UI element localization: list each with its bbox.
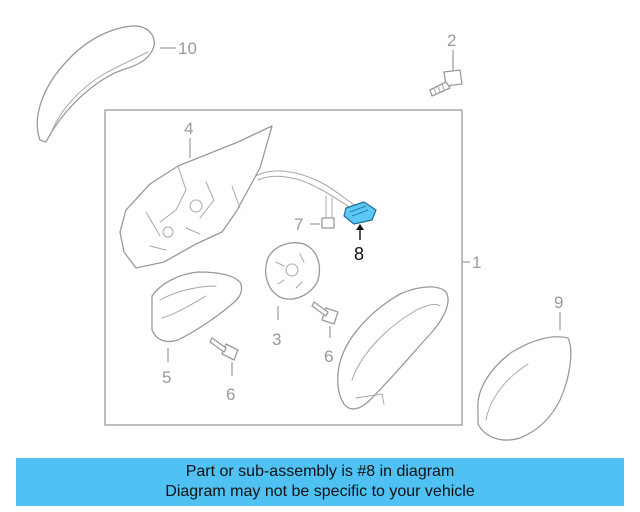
callout-1: 1 <box>472 253 481 272</box>
part-10-cap <box>36 25 155 143</box>
callout-3: 3 <box>272 330 281 349</box>
part-7-clip <box>321 217 335 229</box>
callout-10: 10 <box>178 39 197 58</box>
part-4-base <box>119 125 273 269</box>
callout-8: 8 <box>354 244 364 264</box>
notice-banner: Part or sub-assembly is #8 in diagram Di… <box>16 458 624 506</box>
callout-6a: 6 <box>324 347 333 366</box>
part-9-glass <box>477 336 572 441</box>
mirror-cover <box>337 286 449 410</box>
part-5-lower-cover <box>151 271 243 343</box>
part-6-screw-a <box>311 301 339 325</box>
part-2-screw <box>429 69 463 97</box>
harness-wire <box>255 170 357 207</box>
callout-9: 9 <box>554 293 563 312</box>
leader-8-arrow <box>356 224 364 230</box>
part-3-motor <box>265 242 321 300</box>
assembly-frame <box>104 109 463 426</box>
banner-line-1: Part or sub-assembly is #8 in diagram <box>185 463 455 480</box>
callout-7: 7 <box>294 215 303 234</box>
banner-line-2: Diagram may not be specific to your vehi… <box>165 483 475 500</box>
callout-5: 5 <box>162 368 171 387</box>
callout-4: 4 <box>184 119 193 138</box>
callout-2: 2 <box>447 31 456 50</box>
callout-6b: 6 <box>226 385 235 404</box>
part-8-connector <box>343 201 377 225</box>
part-6-screw-b <box>209 337 239 361</box>
